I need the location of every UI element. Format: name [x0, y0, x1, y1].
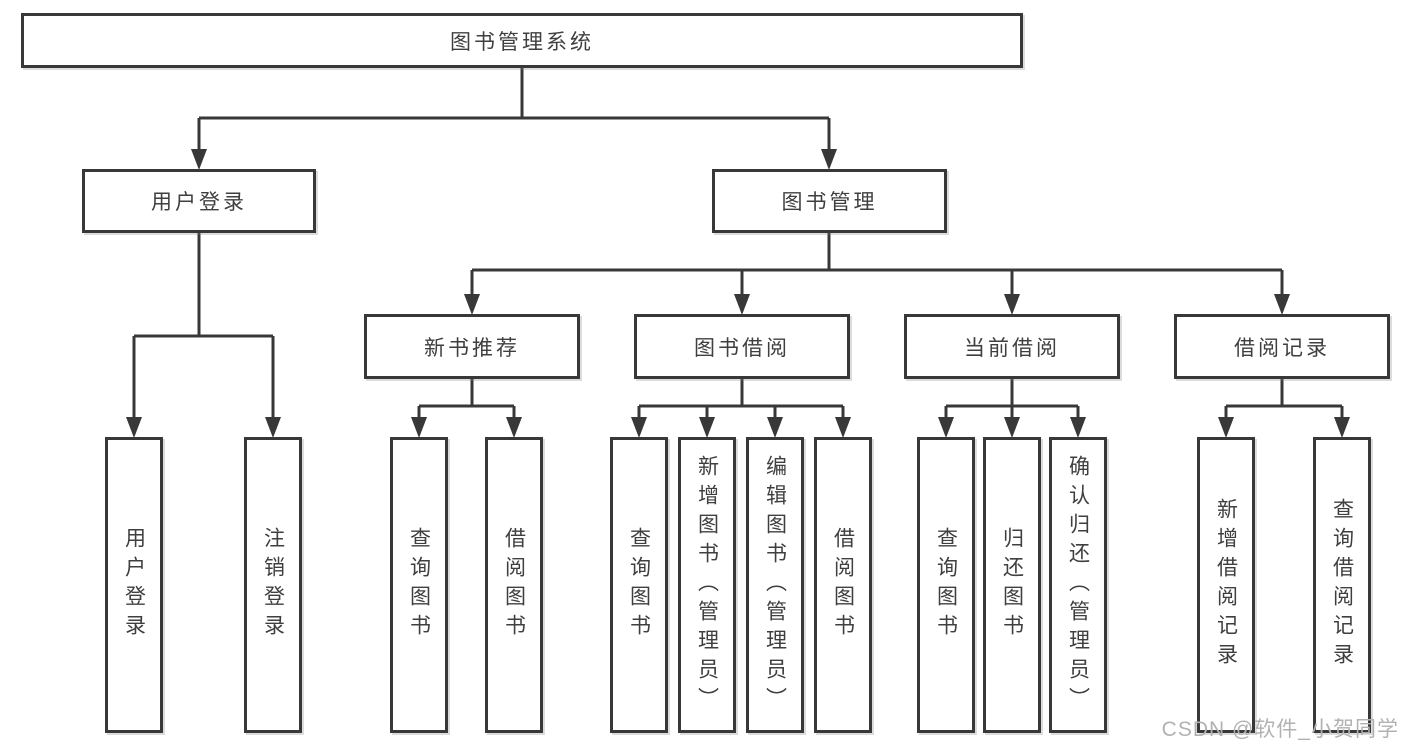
csdn-watermark: CSDN @软件_小贺同学	[1161, 718, 1399, 741]
leaf-borrow-books: 借阅图书	[485, 437, 543, 733]
node-current-borrowing: 当前借阅	[904, 314, 1120, 379]
leaf-add-borrowing-record: 新增借阅记录	[1197, 437, 1255, 733]
leaf-query-books: 查询图书	[917, 437, 975, 733]
leaf-borrow-books: 借阅图书	[814, 437, 872, 733]
node-book-borrowing: 图书借阅	[634, 314, 850, 379]
node-book-management: 图书管理	[712, 169, 947, 233]
node-user-login: 用户登录	[82, 169, 316, 233]
node-borrowing-records: 借阅记录	[1174, 314, 1390, 379]
node-library-management-system: 图书管理系统	[21, 13, 1023, 68]
leaf-return-books: 归还图书	[983, 437, 1041, 733]
leaf-confirm-return-admin: 确认归还（管理员）	[1049, 437, 1107, 733]
leaf-query-borrowing-record: 查询借阅记录	[1313, 437, 1371, 733]
leaf-query-books: 查询图书	[610, 437, 668, 733]
leaf-user-login: 用户登录	[105, 437, 163, 733]
leaf-query-books: 查询图书	[390, 437, 448, 733]
leaf-add-books-admin: 新增图书（管理员）	[678, 437, 736, 733]
leaf-edit-books-admin: 编辑图书（管理员）	[746, 437, 804, 733]
node-new-book-recommendation: 新书推荐	[364, 314, 580, 379]
leaf-logout: 注销登录	[244, 437, 302, 733]
